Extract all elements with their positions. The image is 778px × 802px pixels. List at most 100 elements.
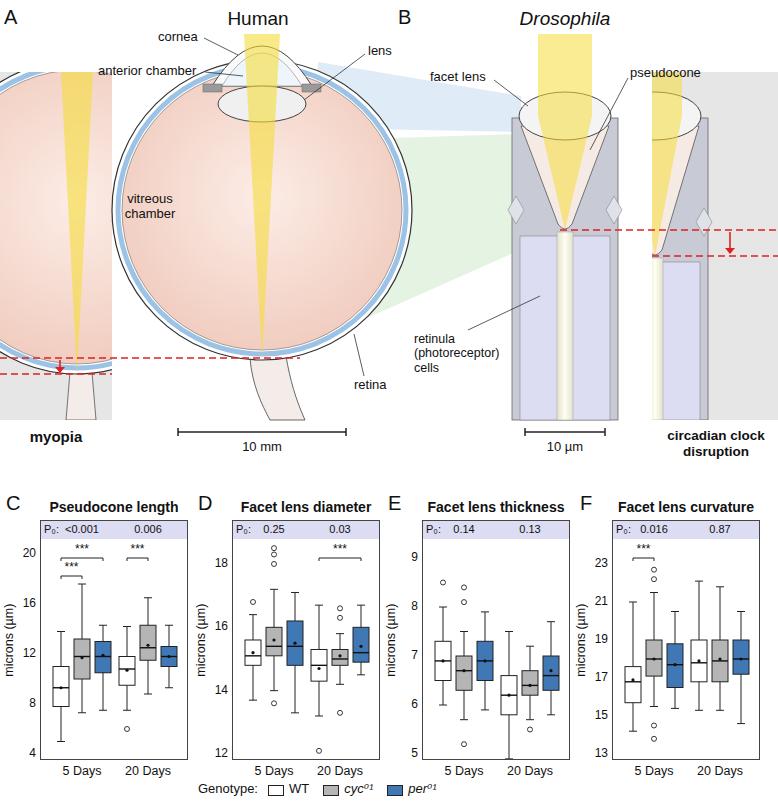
illustration-part bbox=[244, 34, 280, 358]
median-line bbox=[287, 646, 303, 647]
group-label: 20 Days bbox=[317, 764, 363, 778]
tick-label: 7 bbox=[411, 649, 418, 663]
quartile-box bbox=[543, 656, 559, 690]
tick-label: 14 bbox=[215, 684, 228, 698]
tick-label: 13 bbox=[595, 747, 608, 761]
quartile-box bbox=[691, 640, 707, 682]
quartile-box bbox=[74, 639, 90, 679]
median-line bbox=[53, 687, 69, 688]
illustration-part bbox=[250, 356, 305, 420]
group-label: 5 Days bbox=[63, 764, 102, 778]
part-label: anterior chamber bbox=[98, 64, 196, 79]
part-label: pseudocone bbox=[630, 66, 701, 81]
legend-swatch bbox=[387, 785, 403, 796]
illustration-part bbox=[66, 372, 96, 420]
significance-mark: *** bbox=[64, 561, 78, 575]
illustration-part bbox=[468, 296, 540, 330]
illustration-part bbox=[729, 232, 731, 249]
p-value: 0.016 bbox=[640, 523, 668, 536]
tick-label: 12 bbox=[215, 747, 228, 761]
quartile-box bbox=[53, 667, 69, 707]
group-label: 20 Days bbox=[507, 764, 553, 778]
p-value-band: P₀:0.140.13 bbox=[423, 521, 569, 539]
median-line bbox=[667, 664, 683, 665]
group-label: 20 Days bbox=[125, 764, 171, 778]
whisker-cap bbox=[716, 586, 724, 587]
tick-label: 21 bbox=[595, 595, 608, 609]
quartile-box bbox=[311, 649, 327, 681]
illustration-part bbox=[525, 431, 605, 433]
illustration-part bbox=[203, 84, 222, 92]
illustration-part bbox=[354, 334, 364, 376]
quartile-box bbox=[140, 625, 156, 660]
p-value: 0.006 bbox=[134, 523, 162, 536]
outlier bbox=[528, 727, 533, 732]
quartile-box bbox=[245, 640, 261, 665]
mean-dot bbox=[338, 654, 341, 657]
p-value-band: P₀:0.250.03 bbox=[233, 521, 379, 539]
median-line bbox=[522, 685, 538, 686]
whisker-cap bbox=[716, 710, 724, 711]
outlier bbox=[462, 585, 467, 590]
p-value: 0.13 bbox=[519, 523, 540, 536]
quartile-box bbox=[332, 649, 348, 665]
outlier bbox=[272, 561, 277, 566]
whisker-cap bbox=[249, 700, 257, 701]
part-label: cornea bbox=[158, 30, 198, 45]
part-label: facet lens bbox=[430, 70, 486, 85]
whisker-cap bbox=[336, 633, 344, 634]
significance-mark: *** bbox=[636, 543, 650, 557]
illustration-part bbox=[59, 360, 61, 368]
panel-title: Facet lens thickness bbox=[428, 499, 565, 515]
illustration-part bbox=[0, 72, 112, 364]
tick-label: 16 bbox=[23, 597, 36, 611]
illustration-part bbox=[538, 34, 592, 230]
illustration-part bbox=[524, 428, 526, 436]
illustration-part bbox=[177, 428, 179, 436]
significance-bracket bbox=[319, 558, 361, 561]
whisker-cap bbox=[650, 706, 658, 707]
median-line bbox=[477, 660, 493, 661]
part-label: retina bbox=[354, 378, 387, 393]
quartile-box bbox=[501, 676, 517, 715]
axis-title: microns (µm) bbox=[3, 603, 17, 676]
tick-label: 18 bbox=[215, 557, 228, 571]
tick-label: 23 bbox=[595, 557, 608, 571]
whisker-cap bbox=[650, 592, 658, 593]
mean-dot bbox=[317, 667, 320, 670]
whisker-cap bbox=[481, 709, 489, 710]
mean-dot bbox=[59, 686, 62, 689]
quartile-box bbox=[667, 644, 683, 688]
plot-frame: Facet lens curvatureP₀:0.0160.87 bbox=[612, 520, 760, 760]
whisker-cap bbox=[270, 690, 278, 691]
p-value-label: P₀: bbox=[236, 523, 251, 536]
part-label: vitreous chamber bbox=[110, 192, 190, 222]
tick-label: 5 bbox=[411, 747, 418, 761]
median-line bbox=[501, 695, 517, 696]
quartile-box bbox=[522, 671, 538, 696]
outlier bbox=[338, 615, 343, 620]
mean-dot bbox=[631, 678, 634, 681]
illustration-part bbox=[0, 72, 112, 420]
illustration-part bbox=[590, 78, 628, 150]
whisker-cap bbox=[249, 614, 257, 615]
mean-dot bbox=[293, 642, 296, 645]
axis-title: microns (µm) bbox=[385, 603, 399, 676]
tick-label: 12 bbox=[23, 647, 36, 661]
tick-label: 8 bbox=[29, 697, 36, 711]
group-label: 20 Days bbox=[697, 764, 743, 778]
whisker-cap bbox=[165, 687, 173, 688]
outlier bbox=[338, 710, 343, 715]
p-value: 0.14 bbox=[453, 523, 474, 536]
tick-label: 19 bbox=[595, 633, 608, 647]
illustration-part bbox=[652, 255, 778, 257]
p-value: 0.87 bbox=[709, 523, 730, 536]
legend-label: cyc⁰¹ bbox=[344, 782, 373, 797]
legend-label: per⁰¹ bbox=[408, 782, 436, 797]
whisker-cap bbox=[629, 602, 637, 603]
p-value-band: P₀:<0.0010.006 bbox=[41, 521, 187, 539]
panel-letter: E bbox=[388, 492, 401, 515]
axis-title: microns (µm) bbox=[575, 603, 589, 676]
illustration-part bbox=[560, 229, 778, 231]
